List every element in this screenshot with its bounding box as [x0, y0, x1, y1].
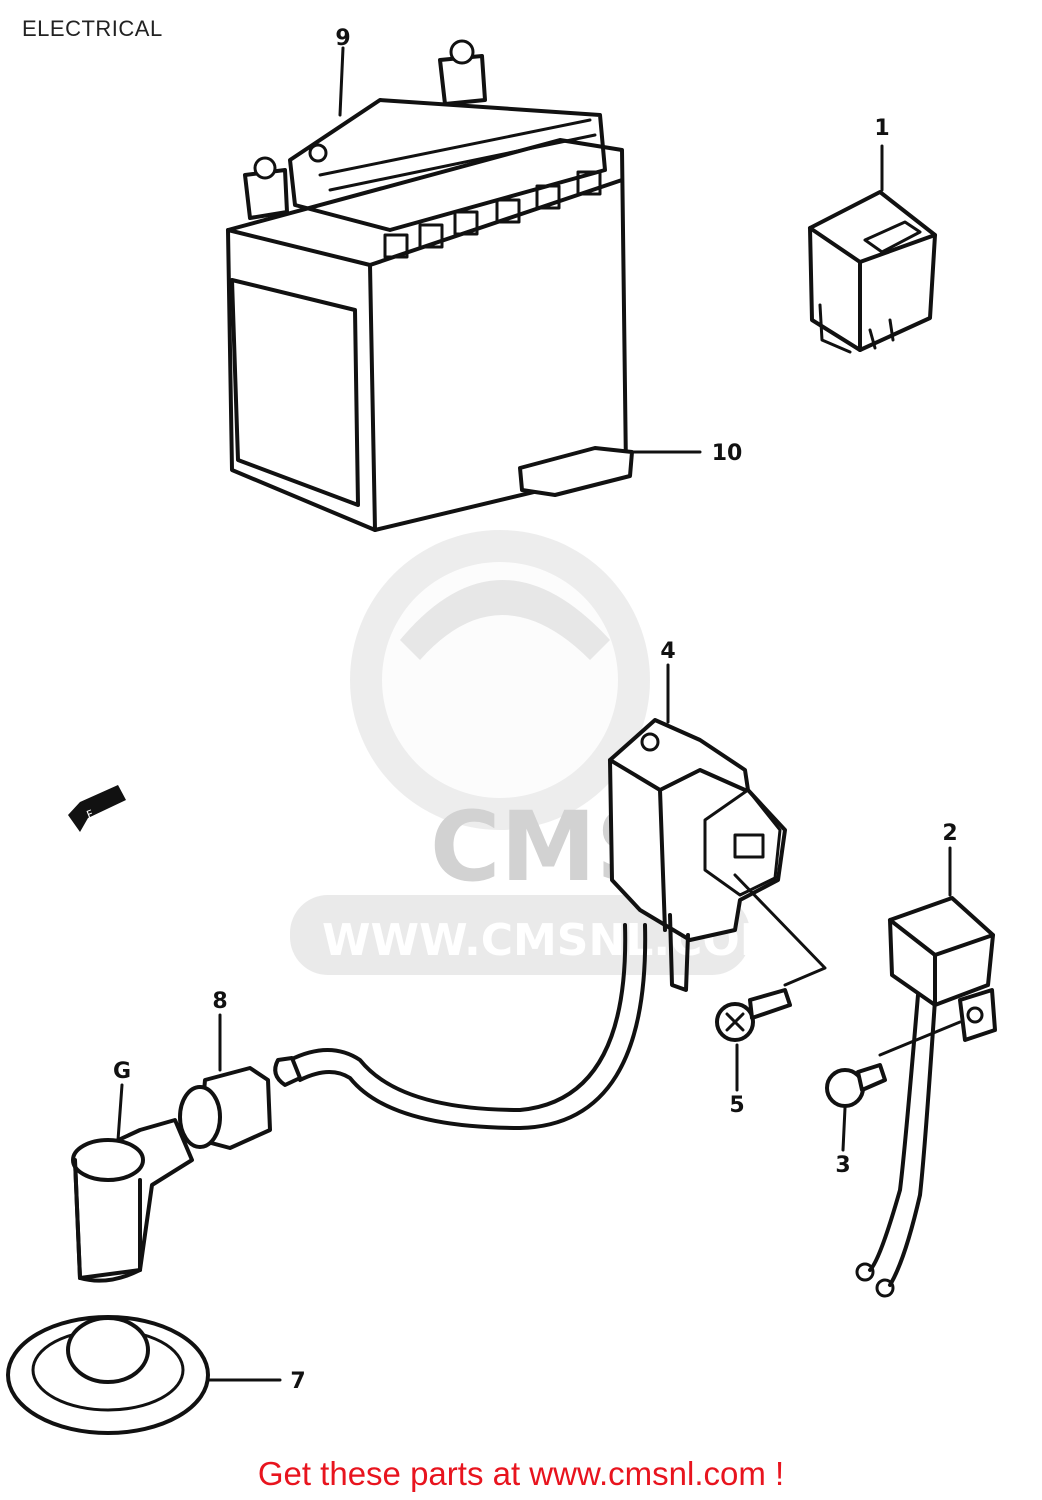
callout-10: 10 [712, 441, 743, 466]
svg-text:F: F [85, 807, 96, 821]
part-5-screw[interactable] [715, 988, 792, 1092]
part-4-ignition-coil[interactable] [608, 663, 827, 992]
callout-2: 2 [942, 821, 957, 846]
part-9-battery[interactable] [226, 39, 628, 532]
callout-1: 1 [874, 116, 889, 141]
high-tension-lead[interactable] [273, 923, 648, 1130]
front-arrow-icon: F [68, 785, 126, 832]
callout-4: 4 [660, 639, 675, 664]
part-8-cap[interactable] [178, 1013, 272, 1150]
callout-9: 9 [335, 26, 350, 51]
part-6-plug-cap[interactable] [71, 1083, 194, 1283]
callout-6: G [113, 1059, 131, 1084]
footer-link[interactable]: Get these parts at www.cmsnl.com ! [257, 1455, 785, 1492]
callout-7: 7 [290, 1369, 305, 1394]
part-7-plug-boot[interactable] [6, 1315, 282, 1435]
part-1-relay[interactable] [808, 144, 937, 354]
page-title: ELECTRICAL [22, 16, 163, 41]
callout-8: 8 [212, 989, 227, 1014]
callout-5: 5 [729, 1093, 744, 1118]
part-2-regulator[interactable] [855, 846, 997, 1298]
part-10-battery-pad[interactable] [518, 446, 702, 497]
callout-3: 3 [835, 1153, 850, 1178]
part-3-bolt[interactable] [825, 1063, 887, 1152]
